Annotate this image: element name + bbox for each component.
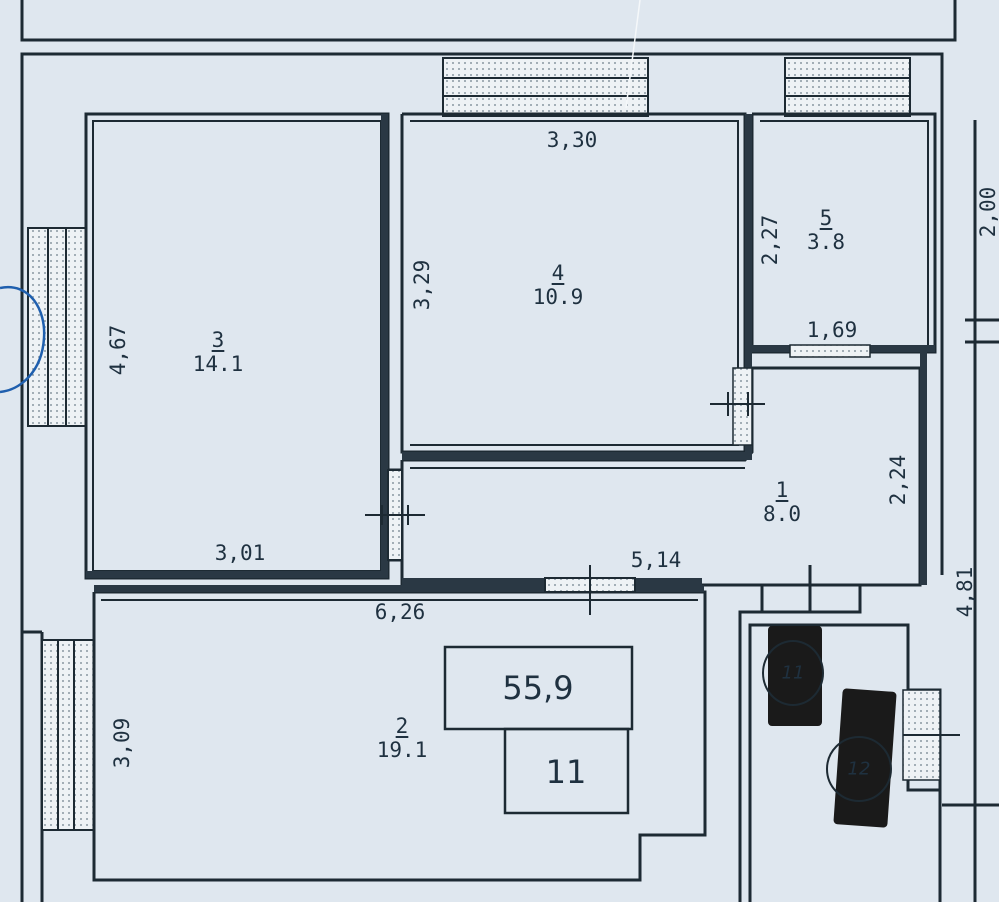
room-2-label: 2 19.1: [377, 714, 428, 762]
dim-right-upper: 2,00: [976, 186, 999, 238]
room-1-area: 8.0: [763, 502, 801, 526]
total-area: 55,9: [502, 669, 574, 707]
neighbor-mark-12: 12: [826, 736, 892, 802]
unit-number: 11: [545, 753, 587, 791]
dim-room4-height: 3,29: [410, 259, 434, 311]
dim-right-lower: 4,81: [953, 566, 977, 618]
room-5-label: 5 3.8: [807, 206, 845, 254]
dim-room5-width: 1,69: [806, 318, 858, 342]
room-4-number: 4: [551, 261, 565, 285]
room-2-number: 2: [395, 714, 409, 738]
dim-room3-width: 3,01: [214, 541, 266, 565]
room-5-number: 5: [819, 206, 833, 230]
room-1-label: 1 8.0: [763, 478, 801, 526]
window-top-left: [442, 57, 649, 117]
room-4-label: 4 10.9: [533, 261, 584, 309]
room-4-area: 10.9: [532, 285, 584, 309]
top-neighbor-wall: [20, 0, 957, 42]
scratch-line: [625, 0, 641, 109]
room-3-area: 14.1: [192, 352, 244, 376]
dim-room2-height: 3,09: [110, 717, 134, 769]
room-2-area: 19.1: [376, 738, 428, 762]
dim-room1-width: 5,14: [630, 548, 682, 572]
room-3-number: 3: [211, 328, 225, 352]
dim-room2-width: 6,26: [374, 600, 426, 624]
room-3-label: 3 14.1: [193, 328, 244, 376]
neighbor-mark-11: 11: [762, 640, 824, 706]
window-left-upper: [27, 227, 87, 427]
pen-mark: [0, 285, 46, 394]
dim-room5-height: 2,27: [758, 214, 782, 266]
room-5-area: 3.8: [807, 230, 845, 254]
dim-room1-height: 2,24: [886, 454, 910, 506]
room-1-number: 1: [775, 478, 789, 502]
door-ticks: [365, 392, 960, 736]
dim-room3-height: 4,67: [106, 324, 130, 376]
dim-room4-width: 3,30: [546, 128, 598, 152]
window-left-lower: [41, 639, 95, 831]
summary-boxes: [443, 645, 634, 815]
window-top-right: [784, 57, 911, 117]
